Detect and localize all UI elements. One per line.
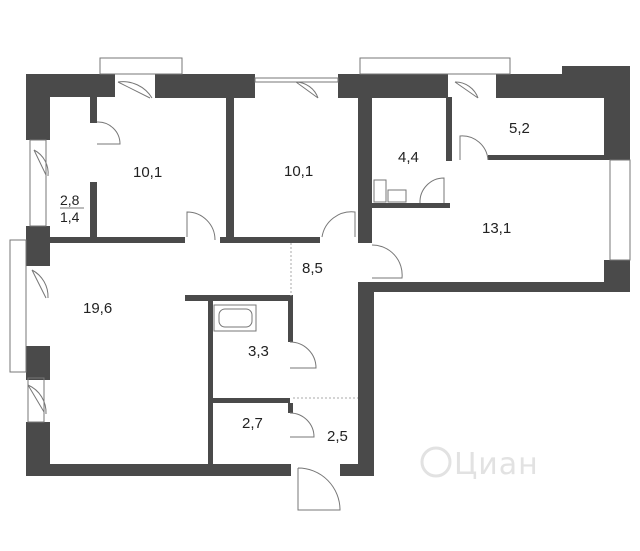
interior-walls — [50, 97, 604, 465]
toilet-icon — [373, 179, 387, 203]
room-area-bath: 3,3 — [248, 343, 269, 360]
window-living-left — [9, 239, 27, 373]
wall-top-segment-1 — [155, 74, 255, 98]
room-labels: 10,1 10,1 4,4 5,2 13,1 8,5 19,6 3,3 2,7 … — [60, 120, 530, 445]
wall-bath-storage-divider — [208, 398, 290, 403]
wall-left-piece-2 — [26, 346, 50, 380]
door-entry — [297, 467, 341, 511]
window-right — [609, 159, 631, 261]
room-area-hall: 8,5 — [302, 260, 323, 277]
wall-hall-right — [358, 97, 372, 243]
wall-top-left-corner — [26, 74, 115, 140]
wall-step-horizontal — [358, 282, 630, 292]
doors — [27, 81, 489, 511]
room-area-kitchen: 13,1 — [482, 220, 511, 237]
room-area-loggia-bottom: 1,4 — [60, 209, 80, 225]
wall-left-piece-3 — [26, 422, 50, 476]
room-area-storage: 2,7 — [242, 415, 263, 432]
window-loggia-left — [29, 139, 47, 227]
wall-bottom — [26, 464, 291, 476]
room-area-loggia-top: 2,8 — [60, 192, 80, 208]
wall-wc-bottom — [372, 203, 450, 208]
wall-bottom-right — [340, 464, 374, 476]
wall-kitchen-balcony-divider — [488, 155, 604, 160]
door-hall-kitchen — [371, 244, 403, 279]
door-bath — [289, 341, 317, 369]
bathtub-icon — [213, 304, 257, 332]
wall-loggia-divider — [90, 182, 97, 242]
room-area-bedroom-left: 10,1 — [133, 164, 162, 181]
watermark-text: Циан — [454, 447, 539, 482]
window-bedroom-middle — [254, 77, 339, 83]
wall-bedroom-left-west — [90, 97, 97, 123]
door-living-loggia — [31, 269, 49, 299]
sink-icon — [387, 189, 407, 203]
door-bedroom-left — [96, 121, 121, 145]
bathtub-inner-icon — [218, 308, 253, 328]
wall-bath-right — [288, 295, 293, 342]
wall-storage-right — [288, 403, 293, 413]
wall-corridor-top-1 — [50, 237, 185, 243]
door-living-bottom — [27, 384, 47, 415]
door-storage — [289, 412, 315, 438]
wall-bath-left — [208, 295, 213, 465]
window-wc — [359, 57, 511, 75]
room-area-living: 19,6 — [83, 300, 112, 317]
door-bedroom-left-corridor — [186, 211, 216, 241]
door-balcony-top — [454, 81, 479, 99]
wall-bath-top — [185, 295, 291, 301]
door-bedroom-left-balcony — [117, 81, 153, 99]
outer-walls — [26, 66, 630, 476]
door-balcony-kitchen — [459, 135, 489, 161]
door-bedroom-middle-balcony — [295, 81, 319, 99]
room-area-bedroom-middle: 10,1 — [284, 163, 313, 180]
room-area-wc: 4,4 — [398, 149, 419, 166]
dashed-lines — [290, 243, 358, 399]
watermark: Циан — [420, 446, 539, 482]
wall-inner-right-vertical — [358, 282, 374, 466]
wall-left-piece-1 — [26, 226, 50, 266]
watermark-logo-icon — [420, 446, 452, 478]
room-area-entry: 2,5 — [327, 428, 348, 445]
door-loggia — [33, 149, 49, 177]
door-wc — [419, 177, 445, 204]
fixtures — [213, 179, 407, 332]
wall-top-segment-2 — [338, 74, 448, 98]
wall-bedroom-divider — [226, 97, 234, 243]
wall-top-right-corner — [496, 66, 630, 160]
door-bedroom-middle-corridor — [321, 211, 356, 238]
wall-corridor-top-2 — [220, 237, 320, 243]
room-area-balcony: 5,2 — [509, 120, 530, 137]
wall-wc-right — [446, 97, 452, 161]
window-living-bottom-left — [27, 377, 45, 423]
window-bedroom-left — [99, 57, 183, 75]
